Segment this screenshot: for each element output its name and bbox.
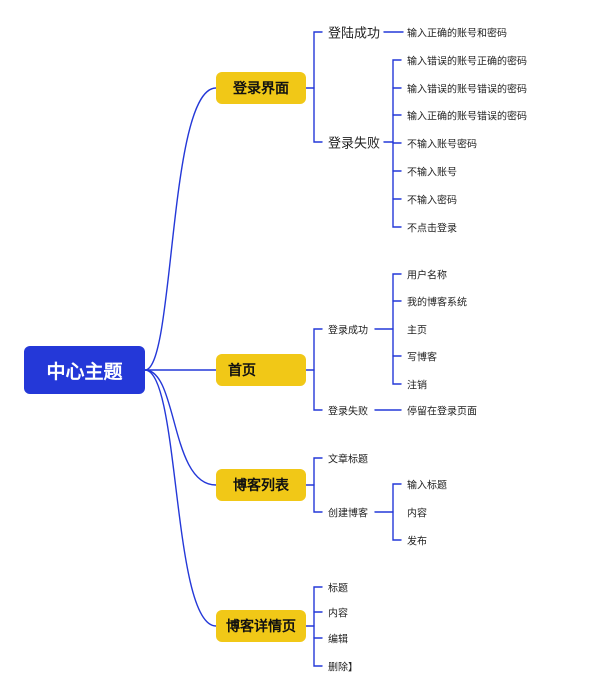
leaf-content[interactable]: 内容	[407, 508, 427, 520]
leaf-publish[interactable]: 发布	[407, 536, 427, 548]
leaf-stay-on-login-page[interactable]: 停留在登录页面	[407, 406, 477, 418]
subtopic-home-login-success[interactable]: 登录成功	[328, 325, 368, 337]
root-topic[interactable]: 中心主题	[24, 346, 145, 394]
subtopic-detail-edit[interactable]: 编辑	[328, 634, 348, 646]
subtopic-login-failure[interactable]: 登录失败	[328, 136, 381, 152]
subtopic-create-blog[interactable]: 创建博客	[328, 508, 368, 520]
leaf-wrong-account-wrong-password[interactable]: 输入错误的账号错误的密码	[407, 84, 527, 96]
leaf-home[interactable]: 主页	[407, 325, 427, 337]
leaf-no-account-no-password[interactable]: 不输入账号密码	[407, 139, 477, 151]
subtopic-detail-delete[interactable]: 删除】	[328, 662, 358, 674]
subtopic-detail-title[interactable]: 标题	[328, 583, 348, 595]
subtopic-detail-content[interactable]: 内容	[328, 608, 348, 620]
leaf-my-blog-system[interactable]: 我的博客系统	[407, 297, 467, 309]
branch-home-page[interactable]: 首页	[216, 354, 306, 386]
leaf-username[interactable]: 用户名称	[407, 270, 447, 282]
branch-blog-list[interactable]: 博客列表	[216, 469, 306, 501]
leaf-wrong-account-correct-password[interactable]: 输入错误的账号正确的密码	[407, 56, 527, 68]
leaf-correct-account-wrong-password[interactable]: 输入正确的账号错误的密码	[407, 111, 527, 123]
subtopic-login-success[interactable]: 登陆成功	[328, 26, 381, 42]
subtopic-article-title[interactable]: 文章标题	[328, 454, 368, 466]
leaf-no-account[interactable]: 不输入账号	[407, 167, 457, 179]
branch-blog-detail[interactable]: 博客详情页	[216, 610, 306, 642]
leaf-no-password[interactable]: 不输入密码	[407, 195, 457, 207]
leaf-logout[interactable]: 注销	[407, 380, 427, 392]
branch-login-page[interactable]: 登录界面	[216, 72, 306, 104]
leaf-write-blog[interactable]: 写博客	[407, 352, 437, 364]
leaf-correct-account-and-password[interactable]: 输入正确的账号和密码	[407, 28, 507, 40]
subtopic-home-login-failure[interactable]: 登录失败	[328, 406, 368, 418]
leaf-enter-title[interactable]: 输入标题	[407, 480, 447, 492]
leaf-no-login-click[interactable]: 不点击登录	[407, 223, 457, 235]
